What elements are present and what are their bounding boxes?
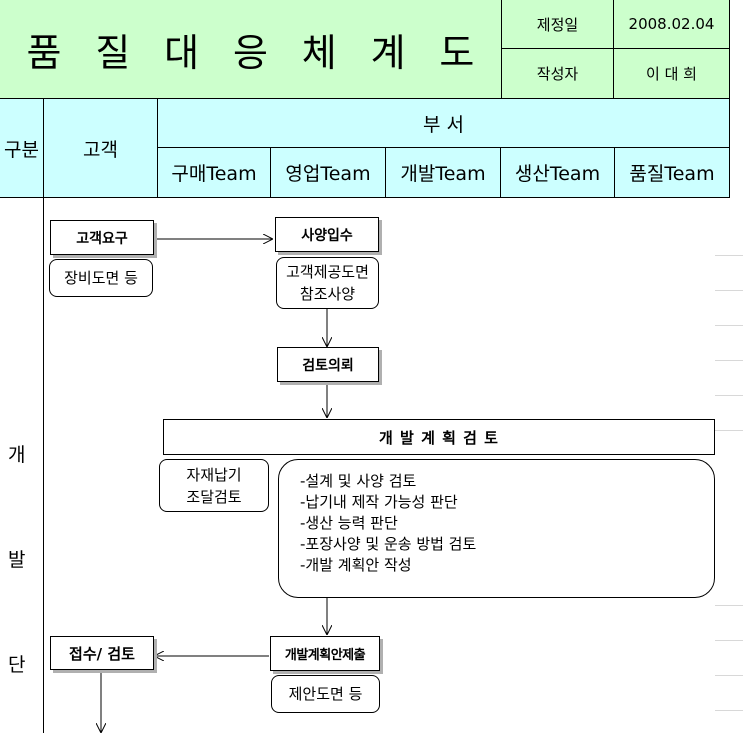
phase-column	[0, 198, 44, 733]
review-item: -설계 및 사양 검토	[300, 472, 417, 490]
title-char: 응	[232, 30, 268, 75]
grid-line	[715, 360, 743, 361]
spec-receipt-note: 고객제공도면 참조사양	[276, 257, 379, 309]
team-header-quality: 품질Team	[615, 148, 730, 198]
phase-char: 단	[8, 654, 26, 676]
team-header-production: 생산Team	[501, 148, 615, 198]
spec-receipt-box: 사양입수	[275, 217, 379, 252]
dev-plan-review-box: 개 발 계 획 검 토	[163, 419, 715, 455]
material-review-note: 자재납기 조달검토	[159, 459, 269, 512]
review-request-box: 검토의뢰	[277, 347, 379, 382]
document-title: 품 질 대 응 체 계 도	[0, 0, 502, 99]
review-item: -생산 능력 판단	[300, 514, 398, 532]
phase-char: 개	[8, 444, 26, 466]
review-item: -납기내 제작 가능성 판단	[300, 493, 458, 511]
author-value: 이 대 희	[614, 49, 730, 99]
material-note-line: 조달검토	[186, 487, 242, 506]
review-item: -포장사양 및 운송 방법 검토	[300, 535, 477, 553]
grid-line	[715, 255, 743, 256]
plan-submit-box: 개발계획안제출	[270, 636, 380, 671]
title-char: 질	[95, 30, 131, 75]
grid-line	[715, 430, 743, 431]
customer-request-box: 고객요구	[50, 220, 154, 255]
category-header: 구분	[0, 99, 44, 198]
phase-char: 발	[8, 549, 26, 571]
customer-header: 고객	[44, 99, 158, 198]
team-header-sales: 영업Team	[271, 148, 386, 198]
grid-line	[715, 605, 743, 606]
review-item: -개발 계획안 작성	[300, 556, 412, 574]
established-date-label: 제정일	[502, 0, 614, 49]
established-date-value: 2008.02.04	[614, 0, 730, 49]
spec-receipt-note-line: 참조사양	[299, 285, 356, 303]
title-char: 도	[439, 30, 475, 75]
title-char: 체	[301, 30, 337, 75]
receipt-review-box: 접수/ 검토	[50, 636, 154, 670]
grid-line	[715, 325, 743, 326]
title-char: 계	[370, 30, 406, 75]
customer-request-note: 장비도면 등	[49, 259, 153, 297]
title-char: 품	[26, 30, 62, 75]
spec-receipt-note-line: 고객제공도면	[286, 263, 369, 281]
grid-line	[715, 675, 743, 676]
grid-line	[715, 395, 743, 396]
plan-submit-note: 제안도면 등	[271, 675, 380, 713]
material-note-line: 자재납기	[186, 465, 242, 484]
title-char: 대	[164, 30, 200, 75]
grid-line	[715, 640, 743, 641]
author-label: 작성자	[502, 49, 614, 99]
grid-line	[715, 710, 743, 711]
review-items-box: -설계 및 사양 검토 -납기내 제작 가능성 판단 -생산 능력 판단 -포장…	[278, 459, 715, 598]
team-header-purchasing: 구매Team	[158, 148, 271, 198]
department-header: 부 서	[158, 99, 730, 148]
grid-line	[715, 290, 743, 291]
team-header-development: 개발Team	[386, 148, 501, 198]
